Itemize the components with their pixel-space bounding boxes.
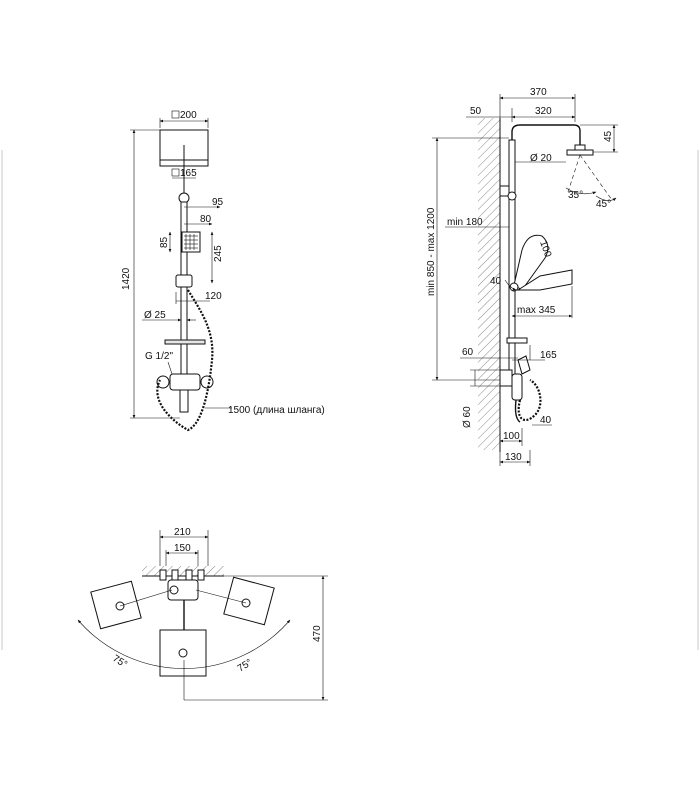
dim-bar-diameter: Ø 25 [144,310,166,321]
side-tray [516,269,573,291]
dim-holder-height: 245 [213,245,224,262]
front-hose [156,289,214,432]
front-spout [179,389,189,413]
dim-arm-reach: 320 [535,106,552,117]
hose-length-label: 1500 (длина шланга) [228,405,325,416]
dim-mixer-width: 210 [174,527,191,538]
dim-height-range: min 850 - max 1200 [426,207,437,296]
side-head [566,149,594,156]
dim-min-distance: min 180 [447,217,483,228]
side-mixer-body [511,373,523,401]
dim-mixer-small: 40 [540,415,552,426]
top-view: 75° 75° 210 150 470 [77,527,328,701]
side-spout [514,399,521,423]
side-shelf [506,337,528,344]
dim-head-height: 45 [603,130,614,142]
dim-head-tilt-max: 45° [596,199,611,210]
dim-hand-angle: 40 [490,276,502,287]
dim-head-width: 200 [180,110,197,121]
side-bar [508,139,516,381]
dim-spout-reach: max 345 [517,305,556,316]
dim-total-height: 1420 [121,267,132,290]
side-hand-shower [513,234,549,291]
front-mixer-right-nut [200,375,214,389]
dim-total-reach: 370 [530,87,547,98]
side-wall-hatch [478,118,500,450]
front-mixer-left-nut [156,375,170,389]
dim-head-tilt-min: 35° [568,190,583,201]
dim-hand-width: 80 [200,214,212,225]
dim-arm-diameter: Ø 20 [530,153,552,164]
connection-thread-label: G 1/2" [145,351,173,362]
side-view: 35° 45° 370 320 50 45 Ø [426,87,618,466]
dim-flange-diameter: Ø 60 [462,406,473,428]
dim-rotation-right: 75° [236,657,255,674]
dim-head-neck: 165 [180,168,197,179]
side-mixer-lever [517,355,531,375]
side-arm [511,124,581,150]
front-mixer [169,373,201,391]
side-upper-bracket [499,185,510,197]
dim-hand-depth: 95 [212,197,224,208]
front-slider [175,274,193,288]
dim-mixer-reach: 165 [540,350,557,361]
dim-base-depth: 130 [505,452,522,463]
dim-hand-height: 85 [159,236,170,248]
dim-holder-offset: 120 [205,291,222,302]
dim-connection-spacing: 150 [174,543,191,554]
front-hand-shower [181,231,201,253]
top-mixer [167,579,199,601]
side-hose [517,379,542,422]
dim-wall-offset: 50 [470,106,482,117]
front-shelf [164,339,206,345]
dim-mixer-height: 60 [462,347,474,358]
front-view: 200 165 95 80 85 245 120 1420 Ø 25 G 1/2… [121,110,325,432]
dim-projection: 470 [312,625,323,642]
top-wall-hatch [142,566,224,576]
dim-mixer-depth: 100 [503,431,520,442]
side-mixer-flange [499,369,513,387]
